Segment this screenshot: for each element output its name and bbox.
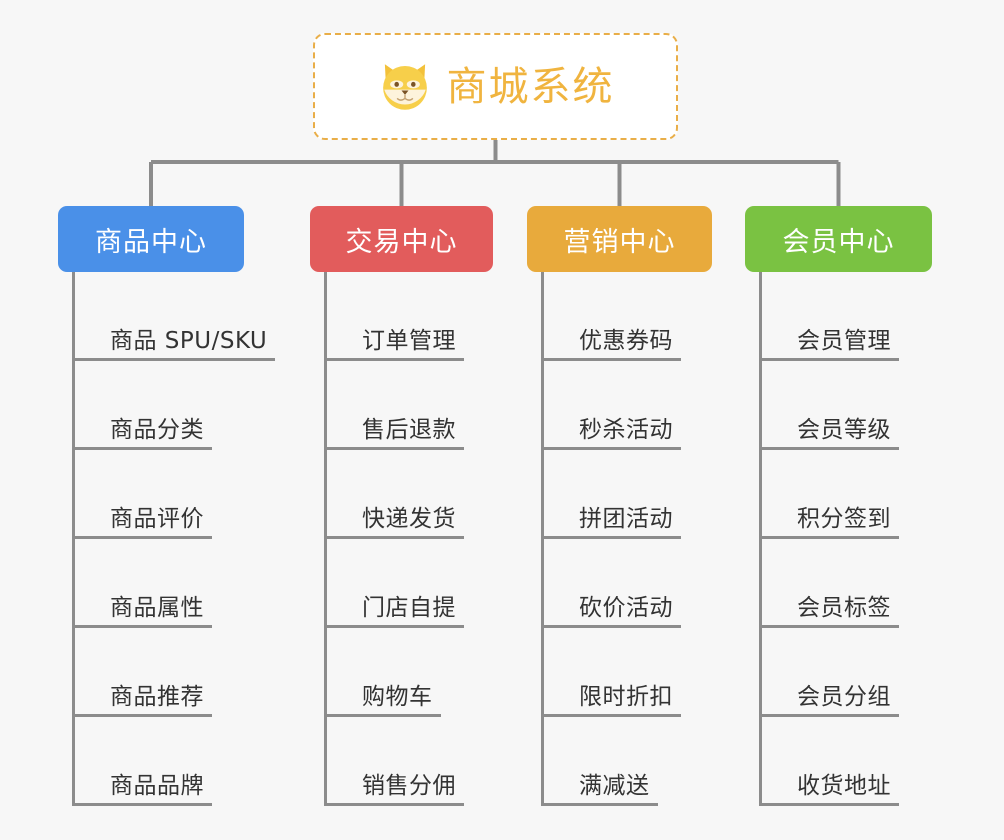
- leaf-underline: 收货地址: [759, 772, 899, 806]
- leaf-label: 优惠券码: [579, 327, 673, 354]
- leaf-underline: 优惠券码: [541, 327, 681, 361]
- leaf-label: 满减送: [579, 772, 650, 799]
- root-title: 商城系统: [446, 63, 615, 110]
- leaf-underline: 积分签到: [759, 505, 899, 539]
- branch-node-1[interactable]: 商品中心: [58, 206, 244, 272]
- leaf-label: 快递发货: [362, 505, 456, 532]
- leaf-underline: 商品分类: [72, 416, 212, 450]
- leaf-item[interactable]: 门店自提: [324, 539, 464, 628]
- leaf-item[interactable]: 商品品牌: [72, 717, 212, 806]
- leaf-item[interactable]: 积分签到: [759, 450, 899, 539]
- leaf-spine: [72, 272, 75, 806]
- leaf-underline: 限时折扣: [541, 683, 681, 717]
- leaf-underline: 砍价活动: [541, 594, 681, 628]
- leaf-label: 商品分类: [110, 416, 204, 443]
- leaf-underline: 会员分组: [759, 683, 899, 717]
- leaf-label: 会员等级: [797, 416, 891, 443]
- leaf-item[interactable]: 销售分佣: [324, 717, 464, 806]
- leaf-underline: 秒杀活动: [541, 416, 681, 450]
- leaf-underline: 商品评价: [72, 505, 212, 539]
- leaf-item[interactable]: 优惠券码: [541, 272, 681, 361]
- leaf-item[interactable]: 商品评价: [72, 450, 212, 539]
- leaf-item[interactable]: 商品属性: [72, 539, 212, 628]
- leaf-item[interactable]: 会员分组: [759, 628, 899, 717]
- branch-label: 商品中心: [95, 226, 207, 258]
- leaf-underline: 满减送: [541, 772, 658, 806]
- leaf-label: 拼团活动: [579, 505, 673, 532]
- leaf-spine: [324, 272, 327, 806]
- branch-node-2[interactable]: 交易中心: [310, 206, 493, 272]
- leaf-label: 商品 SPU/SKU: [110, 327, 268, 354]
- leaf-item[interactable]: 会员等级: [759, 361, 899, 450]
- leaf-label: 售后退款: [362, 416, 456, 443]
- leaf-label: 商品属性: [110, 594, 204, 621]
- leaf-item[interactable]: 拼团活动: [541, 450, 681, 539]
- leaf-item[interactable]: 订单管理: [324, 272, 464, 361]
- leaf-label: 会员分组: [797, 683, 891, 710]
- leaf-underline: 售后退款: [324, 416, 464, 450]
- leaf-item[interactable]: 满减送: [541, 717, 658, 806]
- leaf-label: 商品品牌: [110, 772, 204, 799]
- leaf-item[interactable]: 收货地址: [759, 717, 899, 806]
- leaf-item[interactable]: 购物车: [324, 628, 441, 717]
- leaf-underline: 购物车: [324, 683, 441, 717]
- leaf-underline: 商品属性: [72, 594, 212, 628]
- leaf-underline: 会员标签: [759, 594, 899, 628]
- leaf-item[interactable]: 秒杀活动: [541, 361, 681, 450]
- branch-node-4[interactable]: 会员中心: [745, 206, 932, 272]
- leaf-label: 购物车: [362, 683, 433, 710]
- leaf-label: 积分签到: [797, 505, 891, 532]
- leaf-item[interactable]: 商品 SPU/SKU: [72, 272, 276, 361]
- leaf-spine: [759, 272, 762, 806]
- branch-label: 会员中心: [782, 226, 895, 258]
- leaf-underline: 会员等级: [759, 416, 899, 450]
- leaf-label: 商品推荐: [110, 683, 204, 710]
- leaf-item[interactable]: 会员标签: [759, 539, 899, 628]
- branch-node-3[interactable]: 营销中心: [527, 206, 712, 272]
- leaf-underline: 快递发货: [324, 505, 464, 539]
- leaf-spine: [541, 272, 544, 806]
- leaf-underline: 商品推荐: [72, 683, 212, 717]
- leaf-item[interactable]: 会员管理: [759, 272, 899, 361]
- leaf-underline: 门店自提: [324, 594, 464, 628]
- leaf-label: 砍价活动: [579, 594, 673, 621]
- leaf-underline: 拼团活动: [541, 505, 681, 539]
- leaf-item[interactable]: 限时折扣: [541, 628, 681, 717]
- leaf-item[interactable]: 商品分类: [72, 361, 212, 450]
- leaf-label: 销售分佣: [362, 772, 456, 799]
- leaf-label: 收货地址: [797, 772, 891, 799]
- leaf-item[interactable]: 售后退款: [324, 361, 464, 450]
- leaf-label: 商品评价: [110, 505, 204, 532]
- shiba-dog-face-icon: [377, 59, 433, 115]
- leaf-label: 会员管理: [797, 327, 891, 354]
- leaf-item[interactable]: 商品推荐: [72, 628, 212, 717]
- leaf-underline: 商品 SPU/SKU: [72, 327, 276, 361]
- leaf-label: 限时折扣: [579, 683, 673, 710]
- leaf-underline: 订单管理: [324, 327, 464, 361]
- leaf-label: 会员标签: [797, 594, 891, 621]
- leaf-underline: 商品品牌: [72, 772, 212, 806]
- branch-label: 营销中心: [563, 226, 676, 258]
- leaf-item[interactable]: 快递发货: [324, 450, 464, 539]
- leaf-label: 秒杀活动: [579, 416, 673, 443]
- leaf-label: 订单管理: [362, 327, 456, 354]
- root-node[interactable]: 商城系统: [313, 33, 678, 140]
- leaf-label: 门店自提: [362, 594, 456, 621]
- branch-label: 交易中心: [345, 226, 458, 258]
- leaf-item[interactable]: 砍价活动: [541, 539, 681, 628]
- leaf-underline: 销售分佣: [324, 772, 464, 806]
- leaf-underline: 会员管理: [759, 327, 899, 361]
